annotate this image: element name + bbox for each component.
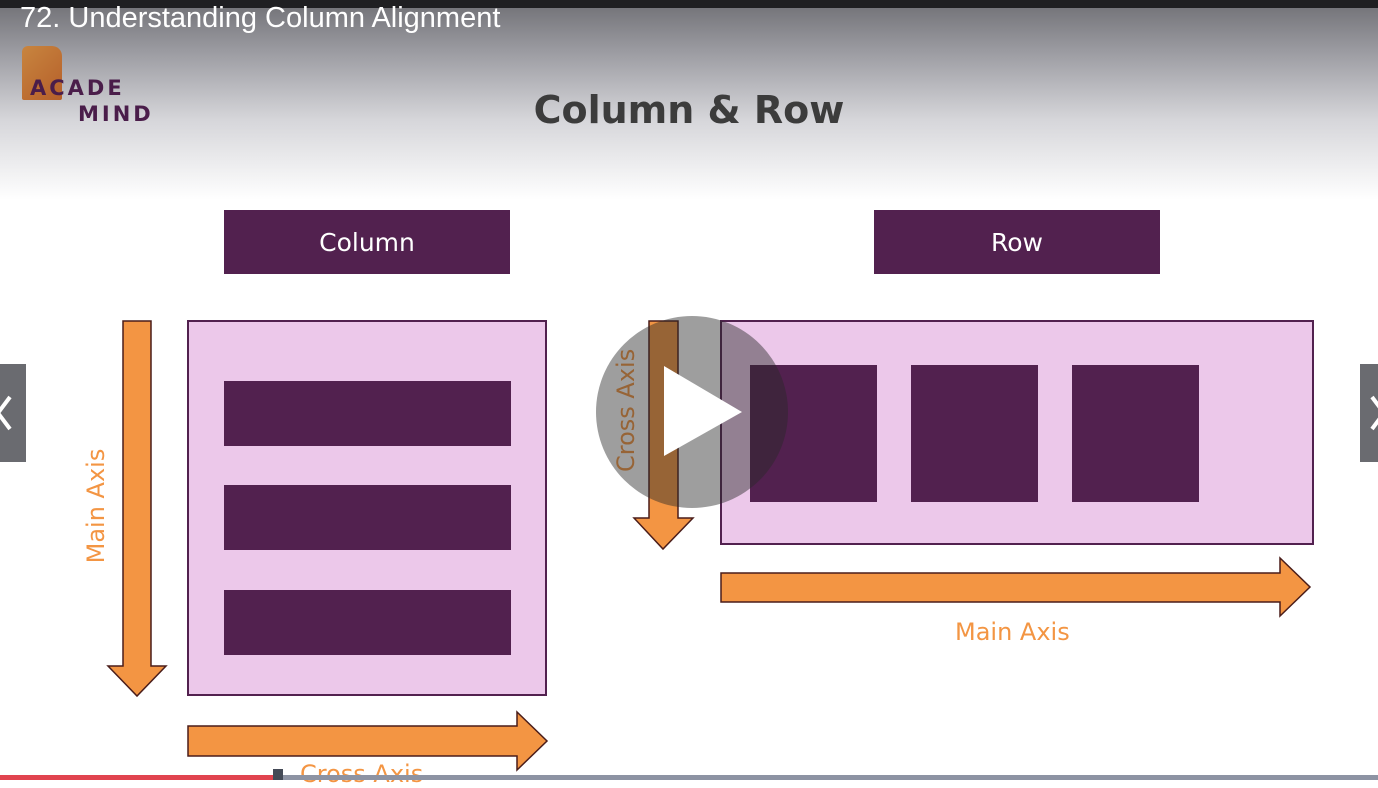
logo-text-line2: MIND bbox=[78, 102, 154, 126]
row-child-3 bbox=[1072, 365, 1199, 502]
row-label: Row bbox=[874, 210, 1160, 274]
chevron-right-icon bbox=[1370, 395, 1378, 431]
logo-mark-icon bbox=[22, 46, 62, 100]
row-cross-axis-arrow bbox=[632, 320, 695, 551]
video-header-overlay bbox=[0, 0, 1378, 200]
chevron-left-icon bbox=[0, 395, 12, 431]
slide-title: Column & Row bbox=[533, 88, 845, 132]
video-progress-fill bbox=[0, 775, 276, 780]
row-main-axis-label: Main Axis bbox=[955, 618, 1070, 646]
row-child-1 bbox=[750, 365, 877, 502]
play-button[interactable] bbox=[596, 316, 788, 508]
row-main-axis-arrow bbox=[720, 556, 1312, 618]
previous-button[interactable] bbox=[0, 364, 26, 462]
column-label: Column bbox=[224, 210, 510, 274]
column-child-2 bbox=[224, 485, 511, 550]
play-icon bbox=[664, 366, 742, 456]
row-child-2 bbox=[911, 365, 1038, 502]
progress-handle[interactable] bbox=[273, 769, 283, 780]
logo-text-line1: ACADE bbox=[30, 76, 125, 100]
top-bar bbox=[0, 0, 1378, 8]
row-container bbox=[720, 320, 1314, 545]
column-container bbox=[187, 320, 547, 696]
academind-logo: ACADE MIND bbox=[10, 42, 160, 128]
column-main-axis-arrow bbox=[106, 320, 168, 698]
column-cross-axis-arrow bbox=[187, 710, 549, 772]
column-main-axis-label: Main Axis bbox=[82, 448, 110, 564]
column-cross-axis-label: Cross Axis bbox=[300, 760, 424, 788]
video-title: 72. Understanding Column Alignment bbox=[20, 2, 501, 34]
next-button[interactable] bbox=[1360, 364, 1378, 462]
column-child-1 bbox=[224, 381, 511, 446]
column-child-3 bbox=[224, 590, 511, 655]
video-progress-bar[interactable] bbox=[0, 775, 1378, 780]
